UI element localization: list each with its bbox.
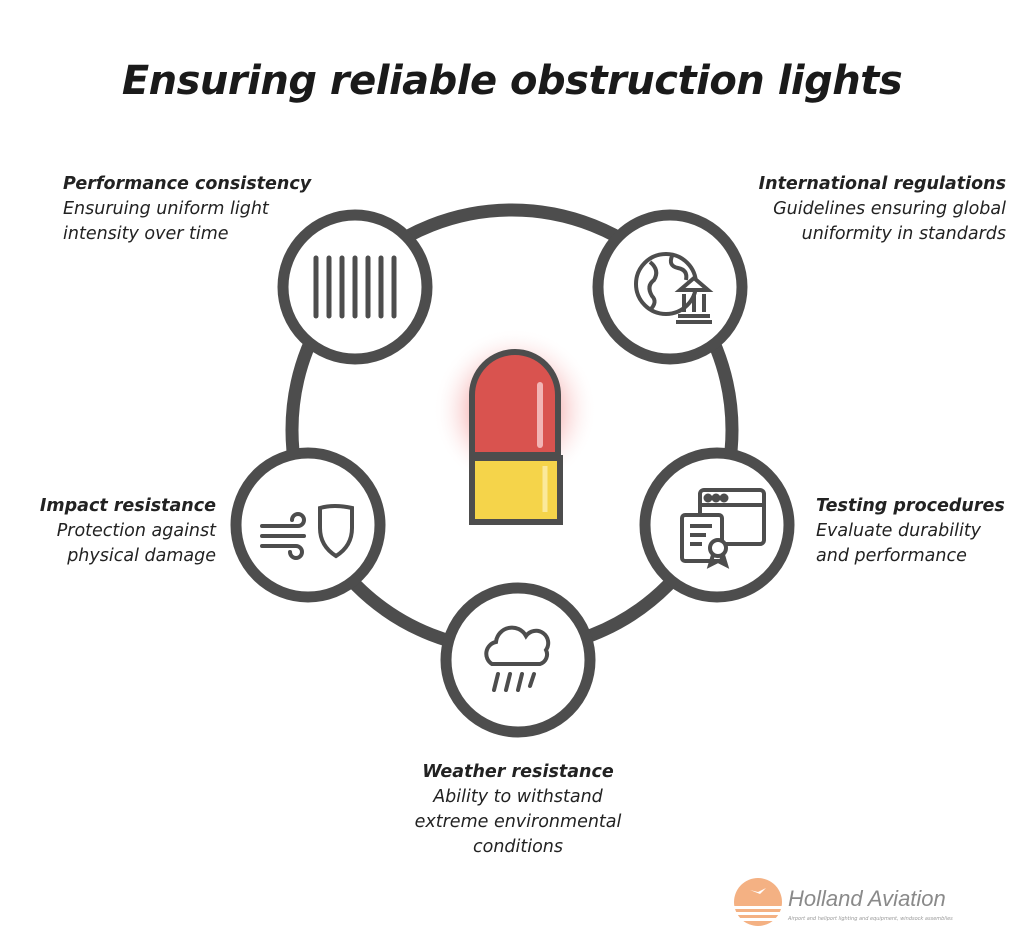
description-line: Ensuruing uniform light	[63, 199, 269, 219]
globe-courthouse-icon	[634, 252, 714, 324]
node-weather-resistance	[440, 582, 596, 738]
description-line: physical damage	[67, 546, 216, 566]
heading-impact-resistance: Impact resistance	[39, 496, 216, 516]
logo-tagline: Airport and heliport lighting and equipm…	[788, 916, 953, 922]
node-performance-consistency	[277, 209, 433, 365]
description-line: extreme environmental	[414, 812, 622, 832]
description-line: Guidelines ensuring global	[773, 199, 1006, 219]
wind-shield-icon	[260, 504, 354, 560]
heading-international-regulations: International regulations	[758, 174, 1006, 194]
node-international-regulations	[592, 209, 748, 365]
label-impact-resistance: Impact resistance Protection against phy…	[40, 494, 216, 569]
description-line: intensity over time	[63, 224, 229, 244]
rain-cloud-icon	[484, 625, 551, 692]
barcode-lines-icon	[313, 255, 397, 319]
logo-name: Holland Aviation	[788, 886, 946, 911]
obstruction-light-icon	[433, 328, 597, 525]
description-line: conditions	[472, 837, 564, 857]
label-international-regulations: International regulations Guidelines ens…	[759, 172, 1006, 247]
description-line: uniformity in standards	[801, 224, 1006, 244]
heading-weather-resistance: Weather resistance	[422, 762, 614, 782]
page-title: Ensuring reliable obstruction lights	[121, 58, 903, 104]
description-line: Evaluate durability	[816, 521, 982, 541]
sunset-logo-icon	[732, 878, 784, 926]
description-line: Ability to withstand	[433, 787, 603, 807]
heading-performance-consistency: Performance consistency	[63, 174, 312, 194]
description-line: and performance	[816, 546, 967, 566]
node-impact-resistance	[230, 447, 386, 603]
label-weather-resistance: Weather resistance Ability to withstand …	[368, 760, 668, 860]
heading-testing-procedures: Testing procedures	[816, 496, 1005, 516]
description-line: Protection against	[56, 521, 216, 541]
label-performance-consistency: Performance consistency Ensuruing unifor…	[63, 172, 311, 247]
holland-aviation-logo: Holland Aviation Airport and heliport li…	[728, 874, 988, 934]
node-testing-procedures	[639, 447, 795, 603]
browser-certificate-icon	[680, 488, 766, 569]
label-testing-procedures: Testing procedures Evaluate durability a…	[816, 494, 1005, 569]
